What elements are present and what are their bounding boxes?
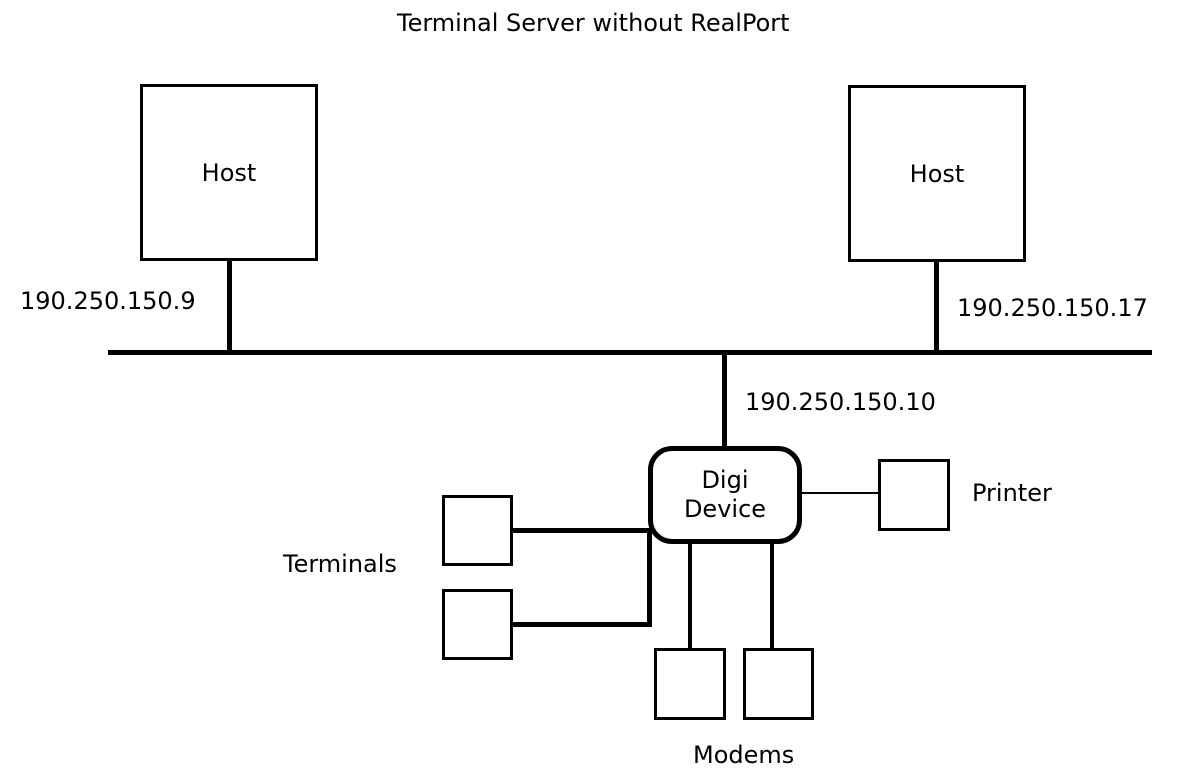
diagram-title: Terminal Server without RealPort [397,9,790,37]
terminal-box-1 [442,495,513,566]
ip-label-digi-device: 190.250.150.10 [745,388,936,416]
modem2-connector-line [770,542,774,648]
network-bus-line [108,350,1152,355]
terminal-box-2 [442,589,513,660]
terminals-label: Terminals [283,550,397,578]
host-right-connector-line [934,262,939,353]
host-box-right: Host [848,85,1026,262]
modem1-connector-line [688,542,692,648]
modems-label: Modems [693,741,795,769]
digi-device-box: Digi Device [648,446,802,544]
ip-label-host-left: 190.250.150.9 [20,287,196,315]
host-box-left: Host [140,84,318,261]
terminal1-connector-line [511,528,652,533]
host-left-connector-line [227,261,232,353]
terminal2-connector-line [511,622,652,627]
printer-box [878,459,950,531]
ip-label-host-right: 190.250.150.17 [957,294,1148,322]
host-left-label: Host [201,158,257,187]
modem-box-1 [654,648,726,720]
digi-connector-line [722,353,727,448]
modem-box-2 [743,648,814,720]
printer-connector-line [800,492,878,494]
host-right-label: Host [909,159,965,188]
terminal-riser-line [647,528,652,627]
digi-device-label: Digi Device [683,466,767,523]
printer-label: Printer [972,479,1052,507]
